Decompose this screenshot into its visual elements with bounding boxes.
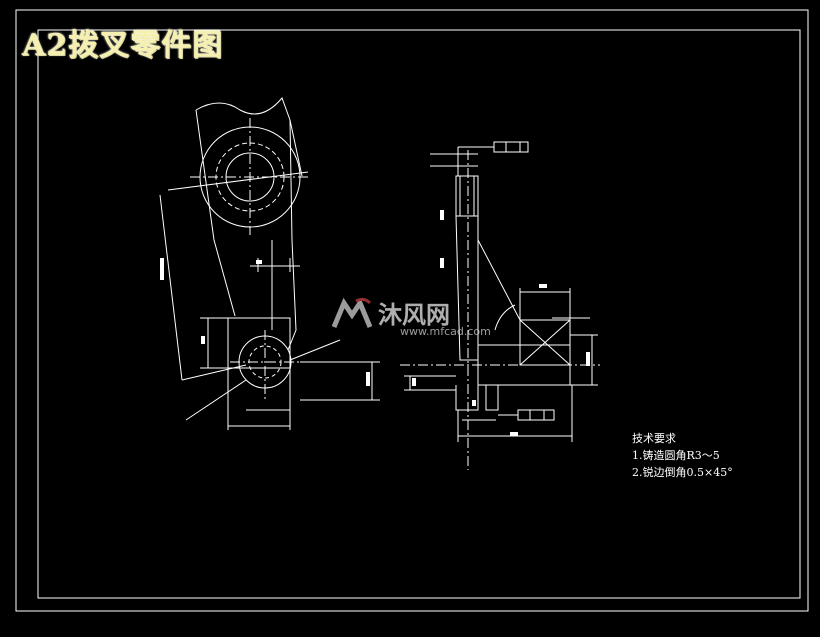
note-item: 1.铸造圆角R3～5	[632, 449, 720, 462]
outer-border	[15, 9, 809, 612]
watermark-url: www.mfcad.com	[400, 325, 491, 338]
watermark-brand: 沐风网	[378, 301, 450, 329]
notes-heading: 技术要求	[632, 432, 676, 445]
drawing-title: A2拨叉零件图	[22, 28, 224, 63]
inner-border	[37, 29, 801, 599]
front-view	[159, 97, 380, 430]
note-item: 2.锐边倒角0.5×45°	[632, 466, 733, 479]
dimension-marks	[160, 210, 590, 436]
technical-requirements: 技术要求 1.铸造圆角R3～5 2.锐边倒角0.5×45°	[632, 430, 733, 481]
mfcad-logo-icon	[331, 297, 373, 328]
side-view	[400, 141, 600, 470]
